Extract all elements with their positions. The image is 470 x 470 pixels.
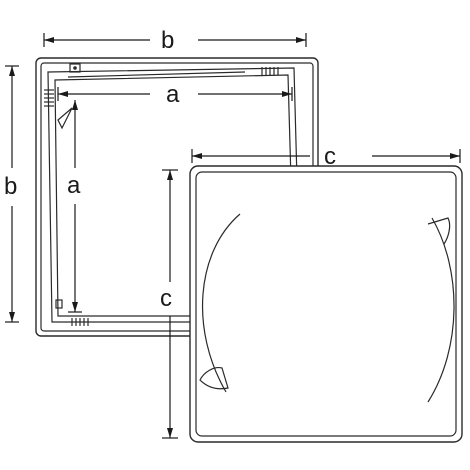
label-b-top: b (161, 27, 174, 54)
dimension-a-horizontal (57, 87, 293, 101)
cover-inner (195, 171, 457, 437)
skew-line-top (67, 71, 246, 78)
clip-triangle-icon (57, 107, 73, 130)
fastener-dot (73, 66, 77, 70)
fastener-icon (69, 63, 81, 73)
label-a-horizontal: a (166, 81, 180, 108)
cover-plate (189, 165, 463, 443)
hatch-top-right (261, 67, 279, 75)
dimension-b-left (5, 65, 19, 323)
dimension-c-left (162, 169, 178, 439)
label-c-right: c (324, 143, 336, 170)
flap-top-right (427, 217, 451, 245)
corner-tab (55, 299, 63, 309)
hatch-bottom (71, 318, 89, 326)
flap-bottom-left (199, 367, 229, 390)
dimension-c-right (191, 149, 461, 163)
dimension-b-top (43, 33, 307, 47)
cover-outer (189, 165, 463, 443)
label-a-vertical: a (67, 172, 81, 199)
hatch-left (44, 89, 54, 107)
cover-curve-right (427, 217, 455, 403)
dimension-a-vertical (68, 100, 82, 313)
label-c-left: c (160, 285, 172, 312)
label-b-left: b (4, 173, 17, 200)
